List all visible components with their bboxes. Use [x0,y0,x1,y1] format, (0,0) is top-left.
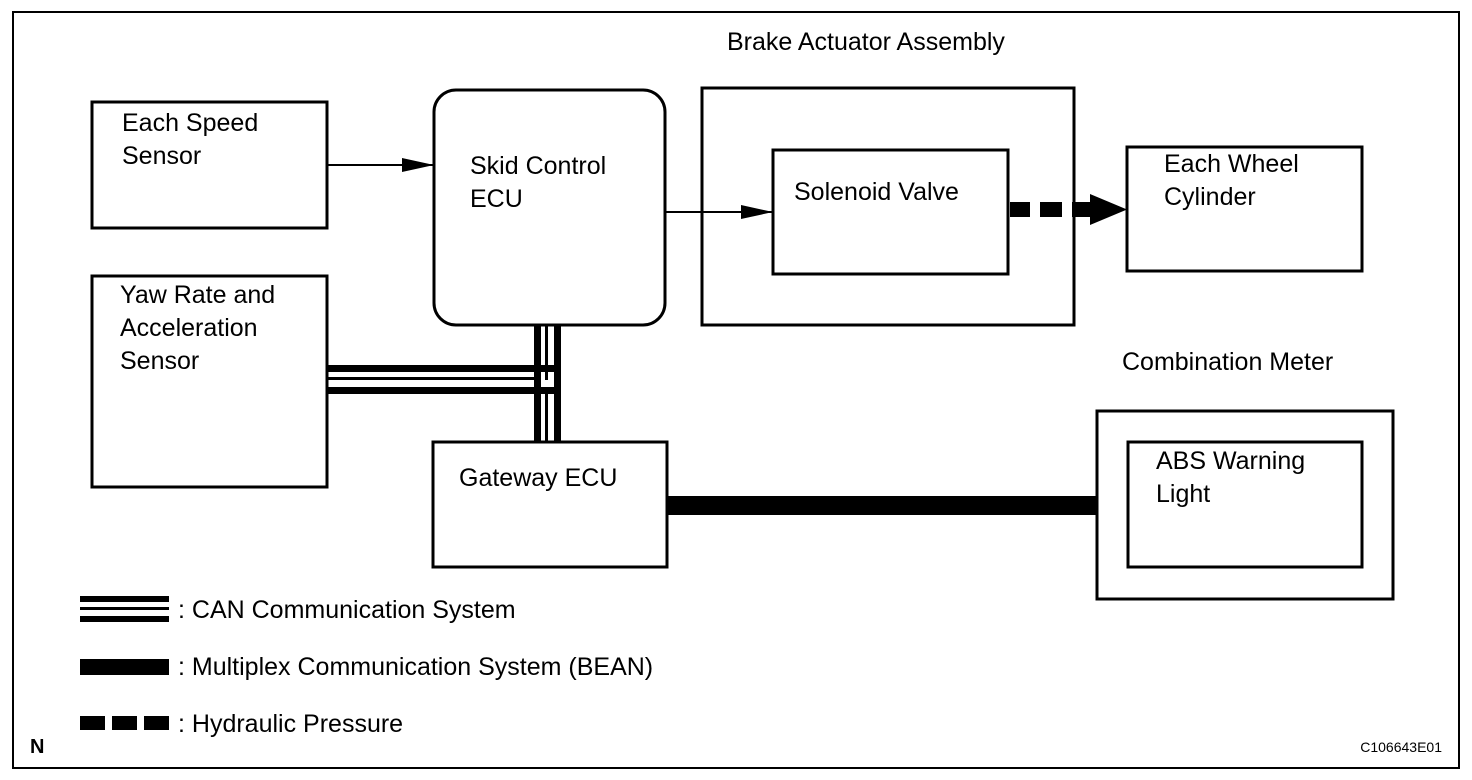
legend-can-label: : CAN Communication System [178,596,516,624]
combination-meter-group-label: Combination Meter [1122,348,1333,376]
can-bus-lines [327,325,561,442]
combination-meter-box [1095,409,1395,601]
figure-code: C106643E01 [1360,739,1442,755]
legend-can-symbol [80,596,169,622]
skid-control-ecu-label: Skid Control ECU [470,152,613,213]
yaw-rate-sensor-box [90,274,329,489]
legend-hydraulic-symbol [80,716,169,730]
solenoid-valve-box [771,148,1010,276]
wheel-cylinder-box [1125,145,1364,273]
abs-warning-light-box [1126,440,1364,569]
corner-mark: N [30,736,44,758]
abs-warning-light-label: ABS Warning Light [1156,447,1312,508]
hydraulic-pressure-line [1010,194,1127,225]
brake-actuator-group-label: Brake Actuator Assembly [727,28,1005,56]
yaw-rate-sensor-label: Yaw Rate and Acceleration Sensor [120,281,282,375]
legend-bean-label: : Multiplex Communication System (BEAN) [178,653,653,681]
wheel-cylinder-label: Each Wheel Cylinder [1164,150,1306,211]
legend-hydraulic-label: : Hydraulic Pressure [178,710,403,738]
diagram-frame [12,11,1460,769]
bean-bus-line [667,496,1097,515]
speed-sensor-label: Each Speed Sensor [122,109,265,170]
skid-control-ecu-box [432,88,667,327]
legend: : CAN Communication System : Multiplex C… [80,596,653,738]
gateway-ecu-box [431,440,669,569]
solenoid-valve-label: Solenoid Valve [794,178,959,206]
gateway-ecu-label: Gateway ECU [459,464,617,492]
legend-bean-symbol [80,659,169,675]
